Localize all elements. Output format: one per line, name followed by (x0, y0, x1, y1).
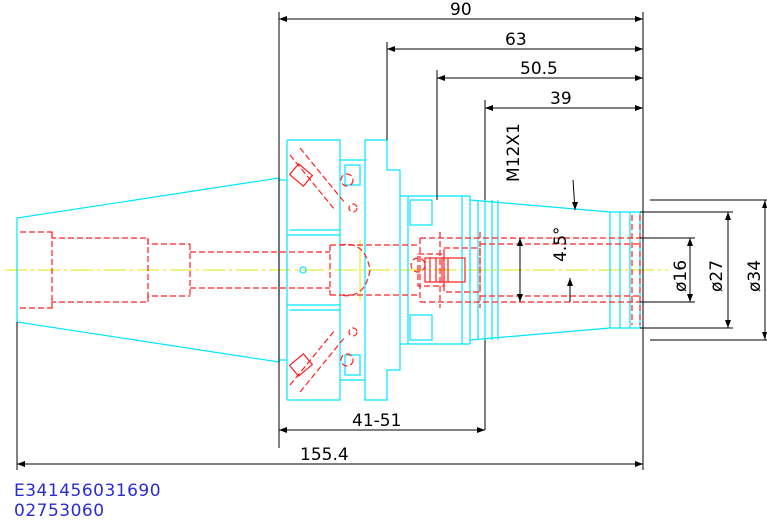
dim-63-label: 63 (505, 30, 527, 50)
part-code-secondary: 02753060 (14, 501, 105, 521)
dim-50-5-label: 50.5 (520, 59, 558, 79)
part-code-primary: E341456031690 (14, 481, 162, 501)
tool-holder-outline (16, 139, 641, 401)
dim-90-label: 90 (450, 0, 472, 20)
dim-range-label: 41-51 (352, 411, 401, 431)
thread-label: M12X1 (504, 123, 524, 182)
dia34-label: ø34 (745, 260, 765, 292)
dia16-label: ø16 (671, 260, 691, 292)
dia27-label: ø27 (707, 260, 727, 292)
dim-overall-label: 155.4 (300, 445, 349, 465)
screw-details (288, 163, 466, 377)
arrowheads (17, 16, 767, 467)
dim-39-label: 39 (550, 89, 572, 109)
dimension-lines (16, 12, 767, 470)
hidden-lines (20, 147, 641, 393)
angle-label: 4.5° (551, 226, 571, 262)
part-codes: E341456031690 02753060 (14, 481, 161, 521)
